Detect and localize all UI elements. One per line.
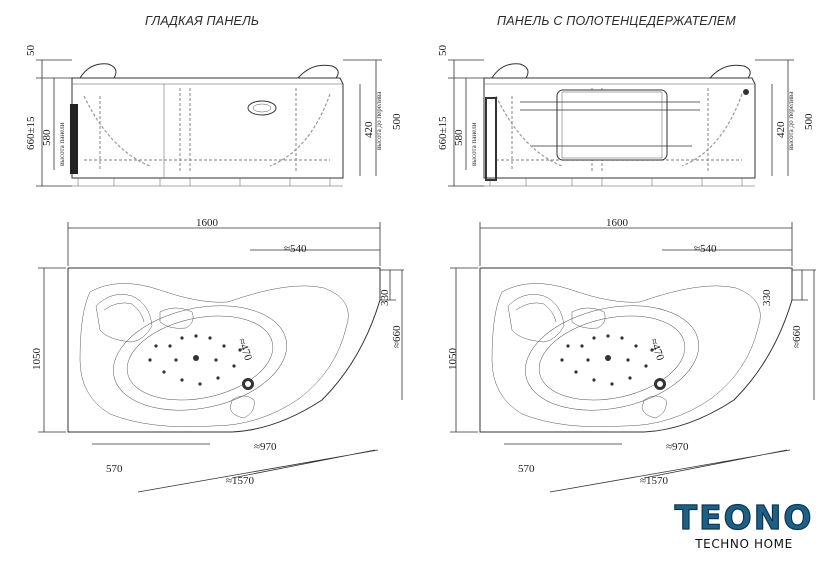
note-panel-height-right: высота панели [470, 122, 478, 166]
dim-420-left: 420 [363, 121, 375, 138]
top-view-towel [450, 222, 816, 493]
note-overflow-height-right: высота до перелива [787, 91, 795, 150]
brand-logo: TEONO TECHNO HOME [664, 498, 824, 552]
dim-660-right: 660±15 [437, 116, 449, 150]
hydromassage-jets [148, 334, 242, 386]
dim-50-left: 50 [25, 45, 37, 57]
logo-tagline: TECHNO HOME [695, 537, 793, 551]
dim-570-left: 570 [106, 463, 123, 475]
dim-330-right: 330 [761, 289, 773, 306]
dim-width-right: 1600 [606, 217, 629, 229]
dim-500-left: 500 [391, 113, 403, 130]
front-view-towel [448, 59, 794, 187]
note-panel-height-left: высота панели [58, 122, 66, 166]
dim-660-top-right: ≈660 [791, 325, 803, 348]
dim-1570-right: ≈1570 [640, 475, 669, 487]
note-overflow-height-left: высота до перелива [375, 91, 383, 150]
dim-970-right: ≈970 [666, 441, 689, 453]
dim-330-left: 330 [379, 289, 391, 306]
dim-660-top-left: ≈660 [391, 325, 403, 348]
dim-depth-left: 1050 [31, 348, 43, 371]
dim-570-right: 570 [518, 463, 535, 475]
title-towel-panel: ПАНЕЛЬ С ПОЛОТЕНЦЕДЕРЖАТЕЛЕМ [497, 14, 736, 28]
dim-depth-right: 1050 [447, 348, 459, 371]
title-smooth-panel: ГЛАДКАЯ ПАНЕЛЬ [145, 14, 260, 28]
logo-wordmark: TEONO [674, 498, 814, 537]
dim-50-right: 50 [437, 45, 449, 57]
dim-width-left: 1600 [196, 217, 219, 229]
dim-540-right: ≈540 [694, 243, 717, 255]
dim-420-right: 420 [775, 121, 787, 138]
dim-580-right: 580 [453, 129, 465, 146]
front-view-smooth [36, 59, 382, 187]
dim-540-left: ≈540 [284, 243, 307, 255]
dim-580-left: 580 [41, 129, 53, 146]
dim-500-right: 500 [803, 113, 815, 130]
dim-660-left: 660±15 [25, 116, 37, 150]
top-view-smooth [38, 222, 404, 493]
dim-970-left: ≈970 [254, 441, 277, 453]
dim-1570-left: ≈1570 [226, 475, 255, 487]
